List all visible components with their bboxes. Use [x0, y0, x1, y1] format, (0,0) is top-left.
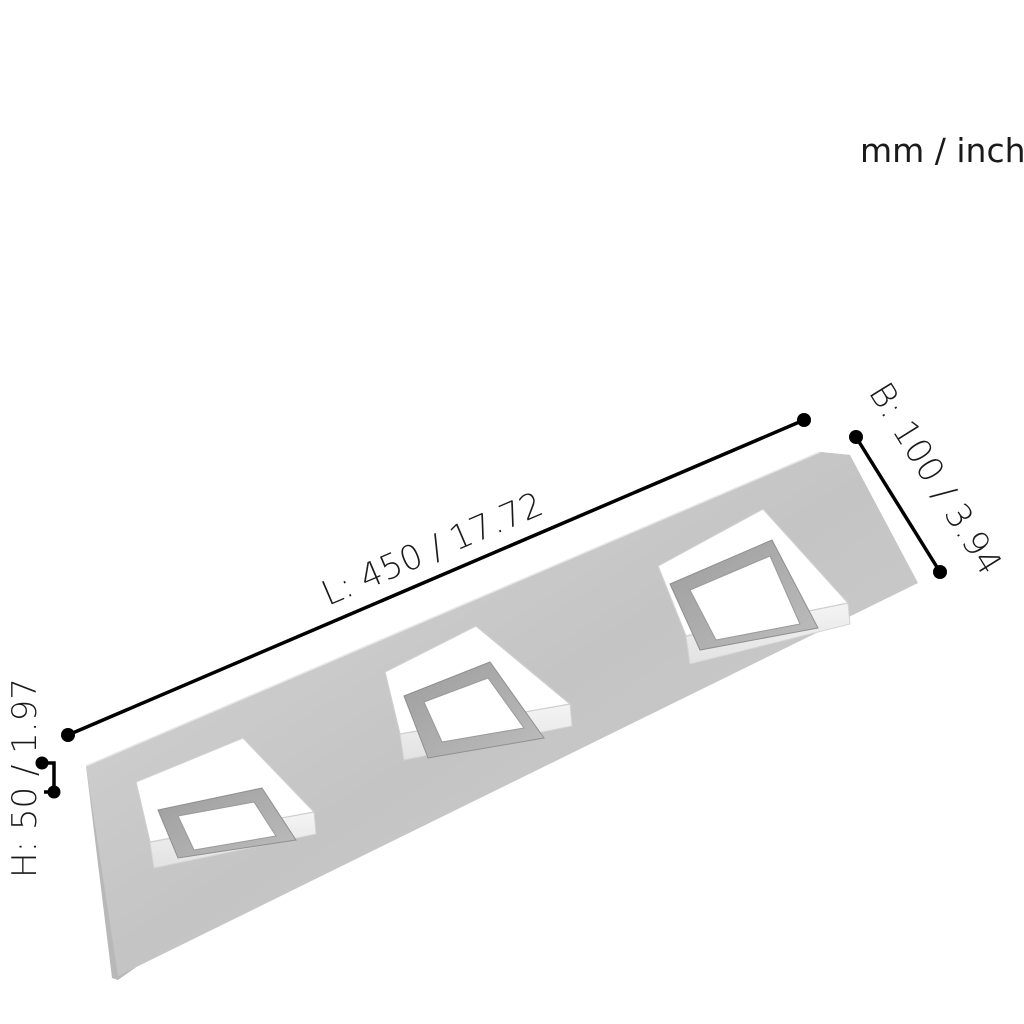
length-end-dot: [61, 728, 75, 742]
lamp-modules: [135, 508, 851, 869]
height-label: H: 50 / 1.97: [5, 678, 45, 878]
height-end-dot: [47, 785, 61, 799]
lamp-diffuser: [689, 555, 801, 641]
width-end-dot: [933, 565, 947, 579]
lamp-module: [384, 625, 573, 761]
lamp-module: [135, 737, 317, 869]
height-dimension: H: 50 / 1.97: [5, 678, 61, 878]
length-end-dot: [797, 413, 811, 427]
lamp-diffuser: [423, 677, 525, 743]
units-label: mm / inch: [860, 131, 1024, 170]
height-end-dot: [35, 756, 49, 770]
width-end-dot: [849, 430, 863, 444]
lamp-diffuser: [177, 801, 277, 851]
lamp-module: [657, 508, 851, 665]
